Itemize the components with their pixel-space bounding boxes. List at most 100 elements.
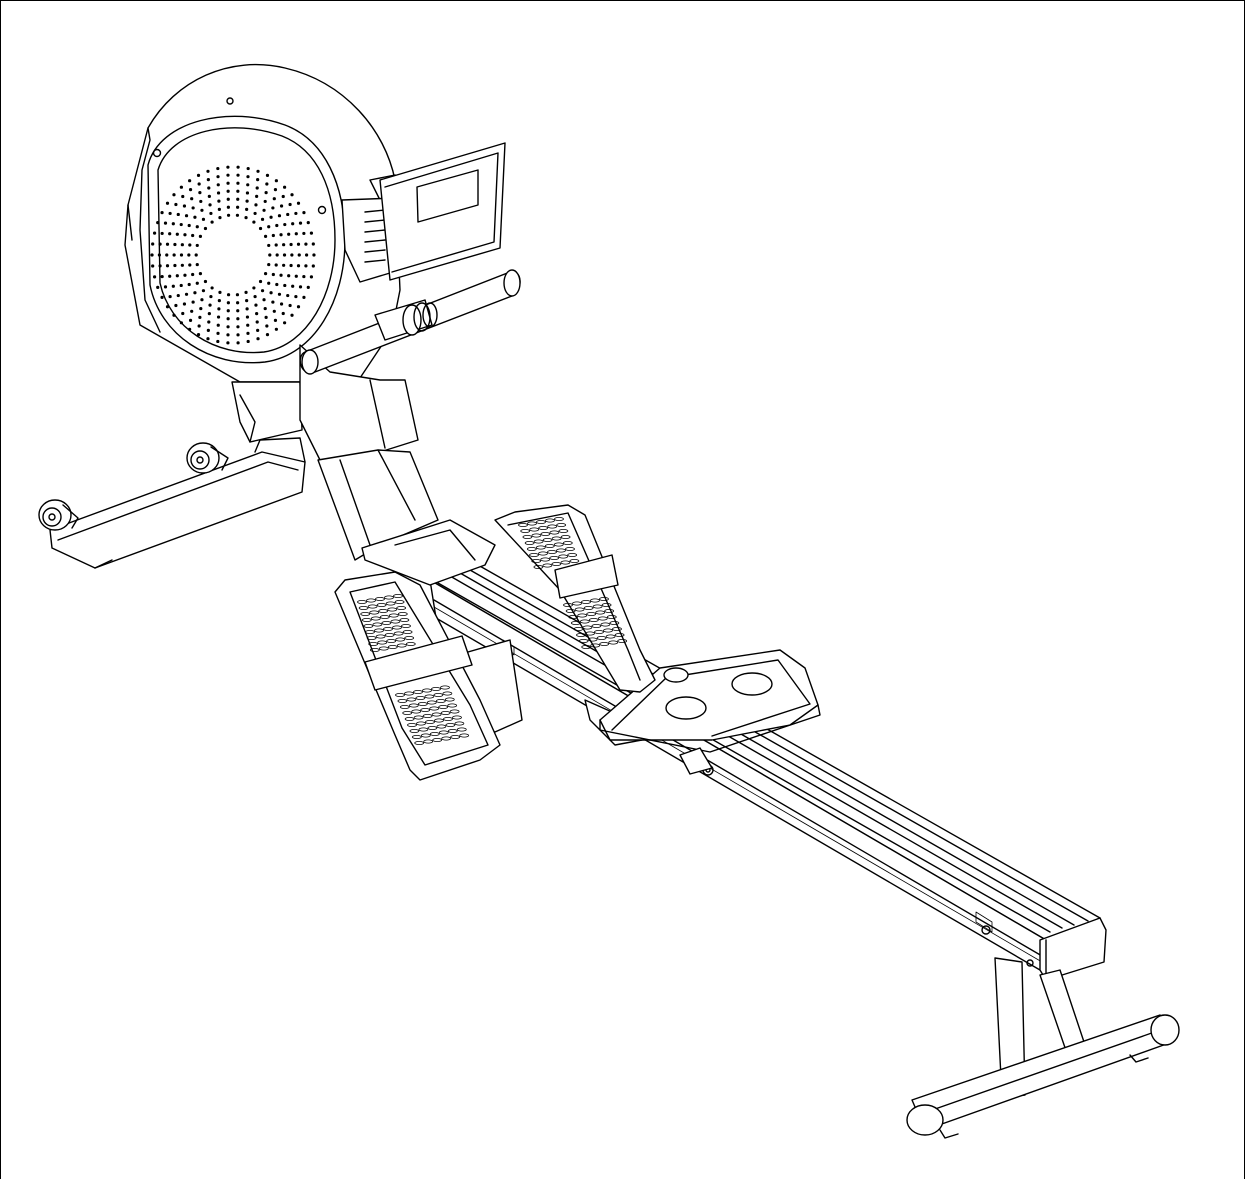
tread-mark [558, 554, 569, 559]
tread-mark [361, 618, 372, 623]
vent-hole [286, 293, 290, 298]
tread-mark [590, 643, 601, 648]
vent-hole [245, 299, 249, 303]
tread-mark [384, 595, 394, 600]
vent-hole [196, 333, 201, 337]
tread-mark [418, 727, 429, 732]
vent-hole [198, 315, 202, 319]
tread-mark [426, 700, 437, 705]
vent-hole [305, 253, 309, 257]
tread-mark [427, 726, 438, 731]
vent-hole [271, 233, 275, 238]
tread-mark [413, 715, 424, 720]
vent-hole [255, 194, 259, 198]
vent-hole [226, 333, 230, 337]
tread-mark [538, 551, 548, 556]
vent-hole [256, 328, 260, 332]
vent-hole [210, 220, 214, 224]
vent-hole [152, 231, 157, 235]
tread-mark [379, 615, 390, 620]
vent-hole [179, 321, 183, 325]
vent-hole [245, 307, 249, 311]
tread-mark [384, 633, 395, 638]
vent-hole [168, 211, 172, 216]
housing-base [231, 344, 419, 461]
vent-hole [275, 223, 279, 228]
tread-mark [588, 618, 599, 623]
vent-hole [174, 303, 178, 308]
tread-mark [372, 622, 383, 627]
vent-hole [160, 274, 164, 279]
vent-hole [267, 281, 271, 285]
vent-hole [188, 243, 192, 247]
vent-hole [203, 279, 208, 284]
vent-hole [265, 333, 270, 337]
vent-hole [216, 331, 220, 335]
vent-hole [311, 242, 315, 246]
tread-mark [431, 687, 441, 692]
vent-hole [290, 193, 294, 197]
tread-mark [375, 597, 385, 602]
vent-hole [207, 312, 211, 316]
vent-hole [163, 285, 168, 289]
tread-mark [450, 735, 461, 740]
vent-hole [176, 212, 180, 217]
front-column [317, 449, 439, 561]
vent-hole [294, 232, 298, 236]
vent-hole [195, 281, 199, 285]
tread-mark [399, 705, 410, 710]
tread-mark [366, 636, 377, 641]
tread-mark [424, 694, 435, 699]
tread-mark [556, 548, 566, 553]
vent-hole [281, 194, 285, 199]
tread-mark [565, 609, 576, 614]
vent-hole [271, 206, 275, 210]
tread-mark [408, 703, 419, 708]
vent-hole [264, 191, 268, 195]
vent-hole [183, 233, 187, 237]
vent-hole [190, 309, 194, 313]
vent-hole [198, 191, 202, 195]
vent-hole [216, 191, 221, 195]
vent-hole [282, 243, 286, 247]
vent-hole [294, 274, 298, 278]
vent-hole [289, 242, 293, 247]
vent-hole [236, 205, 240, 209]
vent-hole [311, 264, 315, 268]
tread-mark [404, 691, 414, 696]
tread-mark [599, 597, 609, 602]
tread-mark [536, 520, 546, 525]
vent-hole [156, 285, 160, 289]
vent-hole [269, 291, 273, 295]
tread-mark [449, 709, 460, 714]
vent-hole [254, 203, 258, 207]
tread-mark [396, 643, 407, 648]
vent-hole [265, 324, 269, 328]
tread-mark [440, 685, 450, 690]
arm-slot [364, 249, 386, 253]
vent-hole [263, 271, 268, 276]
tread-mark [596, 636, 607, 641]
vent-hole [188, 179, 192, 183]
vent-hole [158, 242, 162, 246]
vent-hole [273, 318, 278, 322]
tread-mark [395, 693, 405, 698]
vent-hole [236, 317, 240, 321]
vent-hole [267, 225, 271, 229]
vent-hole [194, 253, 198, 257]
vent-hole [226, 213, 231, 217]
tread-mark [399, 618, 410, 623]
vent-hole [279, 302, 284, 306]
vent-hole [226, 181, 230, 185]
vent-hole [191, 206, 195, 210]
tread-mark [581, 645, 592, 650]
arm-slot [364, 229, 386, 233]
vent-hole [183, 273, 187, 277]
tread-mark [435, 699, 446, 704]
tread-mark [423, 739, 434, 744]
vent-hole [255, 320, 259, 324]
tread-mark [582, 625, 593, 630]
vent-hole [275, 253, 279, 257]
tread-mark [533, 539, 544, 544]
vent-hole [226, 173, 230, 177]
